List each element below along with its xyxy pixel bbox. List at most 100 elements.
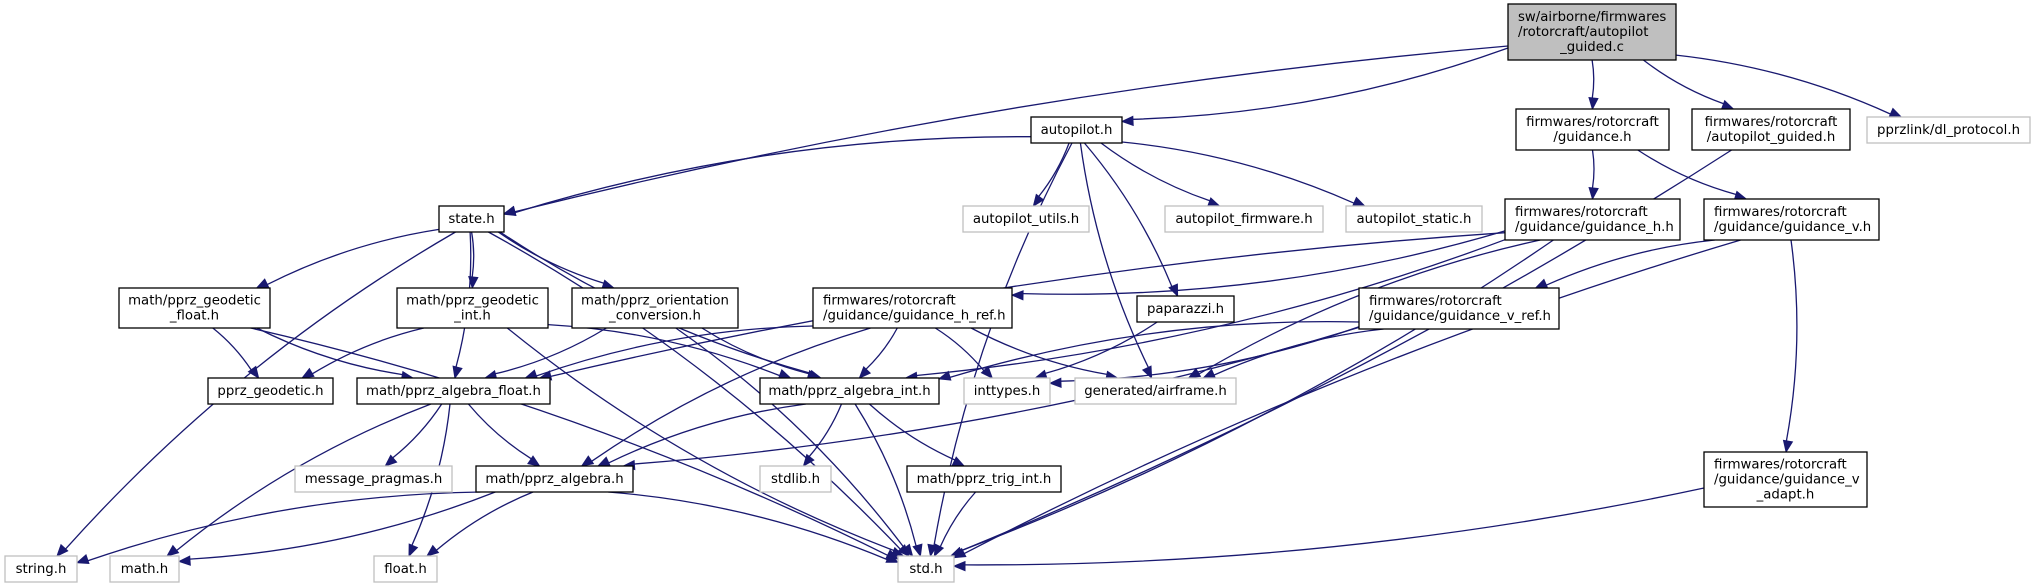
node-airframe: generated/airframe.h <box>1074 377 1237 405</box>
node-box <box>356 377 551 405</box>
edge-root-to-autopilot-guided-h <box>1643 59 1735 110</box>
node-label: state.h <box>448 212 494 227</box>
arrowhead-icon <box>912 543 923 558</box>
node-guidance-h-h[interactable]: firmwares/rotorcraft/guidance/guidance_h… <box>1504 198 1681 241</box>
arrowhead-icon <box>951 456 966 467</box>
node-box <box>475 465 634 493</box>
arrowhead-icon <box>980 365 994 379</box>
edge-line <box>212 327 252 371</box>
node-label: math/pprz_algebra_int.h <box>768 384 930 399</box>
arrowhead-icon <box>1588 97 1599 111</box>
node-label: _conversion.h <box>608 309 701 324</box>
edge-line <box>514 45 1509 213</box>
edge-line <box>256 327 403 376</box>
node-guidance-v-adapt[interactable]: firmwares/rotorcraft/guidance/guidance_v… <box>1703 451 1868 508</box>
node-guidance-v-h[interactable]: firmwares/rotorcraft/guidance/guidance_v… <box>1703 198 1880 241</box>
node-box <box>906 465 1062 493</box>
edge-line <box>939 491 977 548</box>
arrowhead-icon <box>777 369 792 379</box>
arrowhead-icon <box>300 367 315 379</box>
edge-line <box>634 326 1360 465</box>
node-pprz-algebra[interactable]: math/pprz_algebra.h <box>475 465 634 493</box>
node-algebra-int[interactable]: math/pprz_algebra_int.h <box>759 377 940 405</box>
node-box <box>759 377 940 405</box>
edge-line <box>1022 230 1506 295</box>
arrowhead-icon <box>580 455 595 467</box>
arrowhead-icon <box>247 365 260 380</box>
node-label: float.h <box>384 562 427 577</box>
edge-orientation-conv-to-algebra-int <box>701 327 821 380</box>
node-root[interactable]: sw/airborne/firmwares/rotorcraft/autopil… <box>1507 3 1677 61</box>
node-label: math/pprz_algebra_float.h <box>366 384 541 399</box>
node-label: stdlib.h <box>771 472 820 487</box>
edge-line <box>1079 142 1149 368</box>
node-label: autopilot_static.h <box>1357 212 1472 227</box>
edges-layer <box>56 45 1903 572</box>
nodes-layer: sw/airborne/firmwares/rotorcraft/autopil… <box>4 3 2031 583</box>
node-autopilot-h[interactable]: autopilot.h <box>1030 116 1123 144</box>
node-label: std.h <box>909 562 942 577</box>
edge-line <box>250 327 888 556</box>
node-box <box>1030 116 1123 144</box>
edge-autopilot-h-to-paparazzi-h <box>1083 142 1179 298</box>
node-pprz-geodetic[interactable]: pprz_geodetic.h <box>207 377 334 405</box>
node-box <box>1866 116 2031 144</box>
edge-geodetic-int-to-std-h <box>506 327 905 557</box>
node-geodetic-float[interactable]: math/pprz_geodetic_float.h <box>118 287 271 329</box>
arrowhead-icon <box>1720 99 1735 110</box>
node-label: message_pragmas.h <box>305 472 443 487</box>
edge-orientation-conv-to-algebra-float <box>483 327 607 381</box>
node-label: firmwares/rotorcraft <box>823 294 956 309</box>
edge-line <box>65 231 456 550</box>
node-box <box>812 287 1013 329</box>
node-algebra-float[interactable]: math/pprz_algebra_float.h <box>356 377 551 405</box>
node-label: generated/airframe.h <box>1084 384 1227 399</box>
node-math-h: math.h <box>109 555 180 583</box>
node-std-h: std.h <box>897 555 955 583</box>
node-label: sw/airborne/firmwares <box>1518 10 1666 25</box>
arrowhead-icon <box>502 205 517 216</box>
node-label: paparazzi.h <box>1147 302 1224 317</box>
edge-autopilot-h-to-std-h <box>927 142 1073 558</box>
edge-algebra-int-to-pprz-algebra <box>596 403 806 467</box>
node-box <box>1504 198 1681 241</box>
node-guidance-v-ref[interactable]: firmwares/rotorcraft/guidance/guidance_v… <box>1358 287 1560 330</box>
edge-line <box>916 239 1506 377</box>
arrowhead-icon <box>255 278 270 289</box>
node-label: autopilot.h <box>1041 123 1113 138</box>
edge-autopilot-h-to-state-h <box>502 136 1032 216</box>
node-box <box>207 377 334 405</box>
node-autopilot-guided-h[interactable]: firmwares/rotorcraft/autopilot_guided.h <box>1691 108 1851 151</box>
edge-guidance-v-adapt-to-std-h <box>952 487 1705 572</box>
node-state-h[interactable]: state.h <box>438 205 505 233</box>
node-float-h: float.h <box>373 555 438 583</box>
edge-line <box>963 239 1741 555</box>
edge-line <box>435 491 534 551</box>
node-box <box>897 555 955 583</box>
node-guidance-h[interactable]: firmwares/rotorcraft/guidance.h <box>1515 108 1670 151</box>
edge-line <box>1045 321 1158 375</box>
edge-line <box>266 228 440 286</box>
node-dl-protocol: pprzlink/dl_protocol.h <box>1866 116 2031 144</box>
node-label: math/pprz_geodetic <box>406 294 539 309</box>
arrowhead-icon <box>177 555 191 566</box>
node-geodetic-int[interactable]: math/pprz_geodetic_int.h <box>396 287 549 329</box>
edge-guidance-h-h-to-guidance-h-ref <box>1010 230 1506 301</box>
edge-line <box>1591 59 1595 99</box>
edge-state-h-to-orientation-conv <box>497 231 616 290</box>
node-trig-int[interactable]: math/pprz_trig_int.h <box>906 465 1062 493</box>
node-orientation-conv[interactable]: math/pprz_orientation_conversion.h <box>571 287 739 329</box>
edge-line <box>535 325 814 377</box>
node-box <box>109 555 180 583</box>
node-paparazzi-h[interactable]: paparazzi.h <box>1136 295 1235 323</box>
edge-line <box>964 487 1705 566</box>
arrowhead-icon <box>384 454 398 467</box>
edge-orientation-conv-to-std-h <box>675 327 914 558</box>
arrowhead-icon <box>1120 115 1134 127</box>
node-guidance-h-ref[interactable]: firmwares/rotorcraft/guidance/guidance_h… <box>812 287 1013 329</box>
node-box <box>396 287 549 329</box>
edge-line <box>808 403 843 458</box>
node-box <box>118 287 271 329</box>
edge-guidance-h-ref-to-algebra-float <box>524 325 814 380</box>
